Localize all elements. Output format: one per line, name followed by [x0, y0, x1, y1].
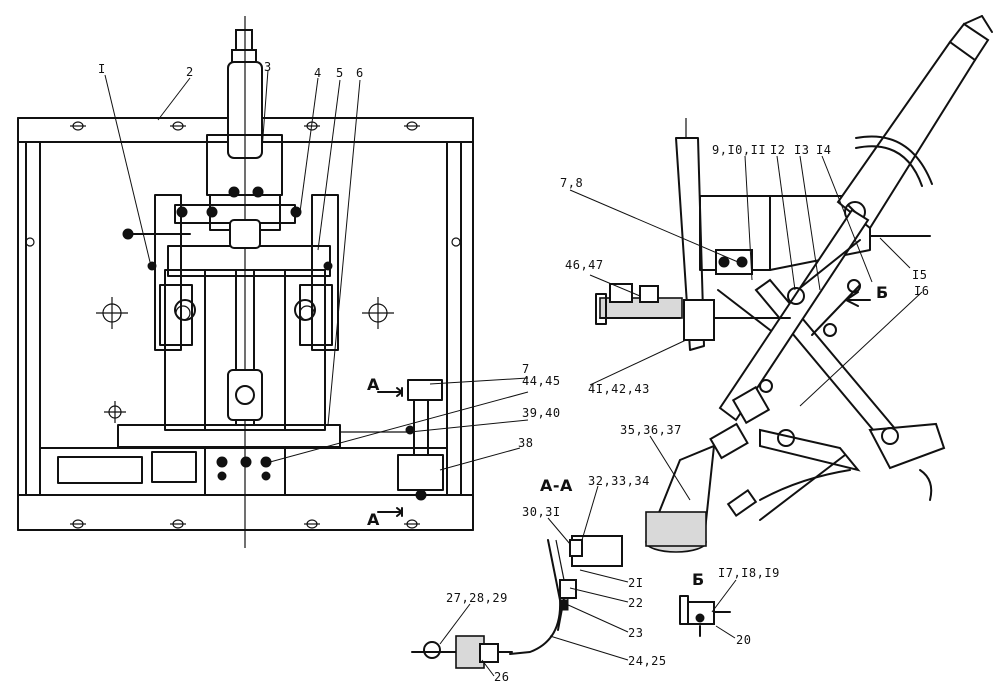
label-6: 6: [356, 66, 364, 80]
label-5: 5: [336, 66, 344, 80]
label-21: 2I: [628, 576, 644, 590]
label-16: I6: [914, 284, 930, 298]
label-39-40: 39,40: [522, 406, 561, 420]
label-35-36-37: 35,36,37: [620, 423, 682, 437]
label-20: 20: [736, 633, 752, 647]
label-2: 2: [186, 65, 194, 79]
label-32-33-34: 32,33,34: [588, 474, 650, 488]
label-38: 38: [518, 436, 534, 450]
label-17-18-19: I7,I8,I9: [718, 566, 780, 580]
section-mark-a-bottom: A: [367, 510, 380, 529]
label-44-45: 44,45: [522, 374, 561, 388]
section-mark-a-top: A: [367, 375, 380, 394]
leaders-section: [439, 485, 629, 677]
section-title-a-a: A-A: [540, 476, 573, 495]
label-15: I5: [912, 268, 928, 282]
label-12: I2: [770, 143, 786, 157]
leaders-side: [569, 155, 923, 501]
label-1: I: [98, 62, 106, 76]
leaders-front: [104, 69, 529, 471]
label-24-25: 24,25: [628, 654, 667, 668]
label-7-8: 7,8: [560, 176, 584, 190]
front-view: [17, 16, 474, 548]
label-27-28-29: 27,28,29: [446, 591, 508, 605]
side-view: [595, 15, 993, 553]
label-23: 23: [628, 626, 644, 640]
label-3: 3: [264, 60, 272, 74]
label-46-47: 46,47: [565, 258, 604, 272]
section-a-a: [411, 535, 623, 669]
label-22: 22: [628, 596, 644, 610]
label-41-42-43: 4I,42,43: [588, 382, 650, 396]
label-26: 26: [494, 670, 510, 684]
view-marker-b: Б: [876, 283, 889, 302]
label-9-10-11: 9,I0,II: [712, 143, 767, 157]
label-13: I3: [794, 143, 810, 157]
label-30-31: 30,3I: [522, 505, 561, 519]
view-title-b: Б: [692, 570, 705, 589]
label-4: 4: [314, 66, 322, 80]
label-14: I4: [816, 143, 832, 157]
label-7: 7: [522, 362, 530, 376]
view-b: [679, 595, 731, 637]
leaders-view-b: [711, 579, 737, 639]
